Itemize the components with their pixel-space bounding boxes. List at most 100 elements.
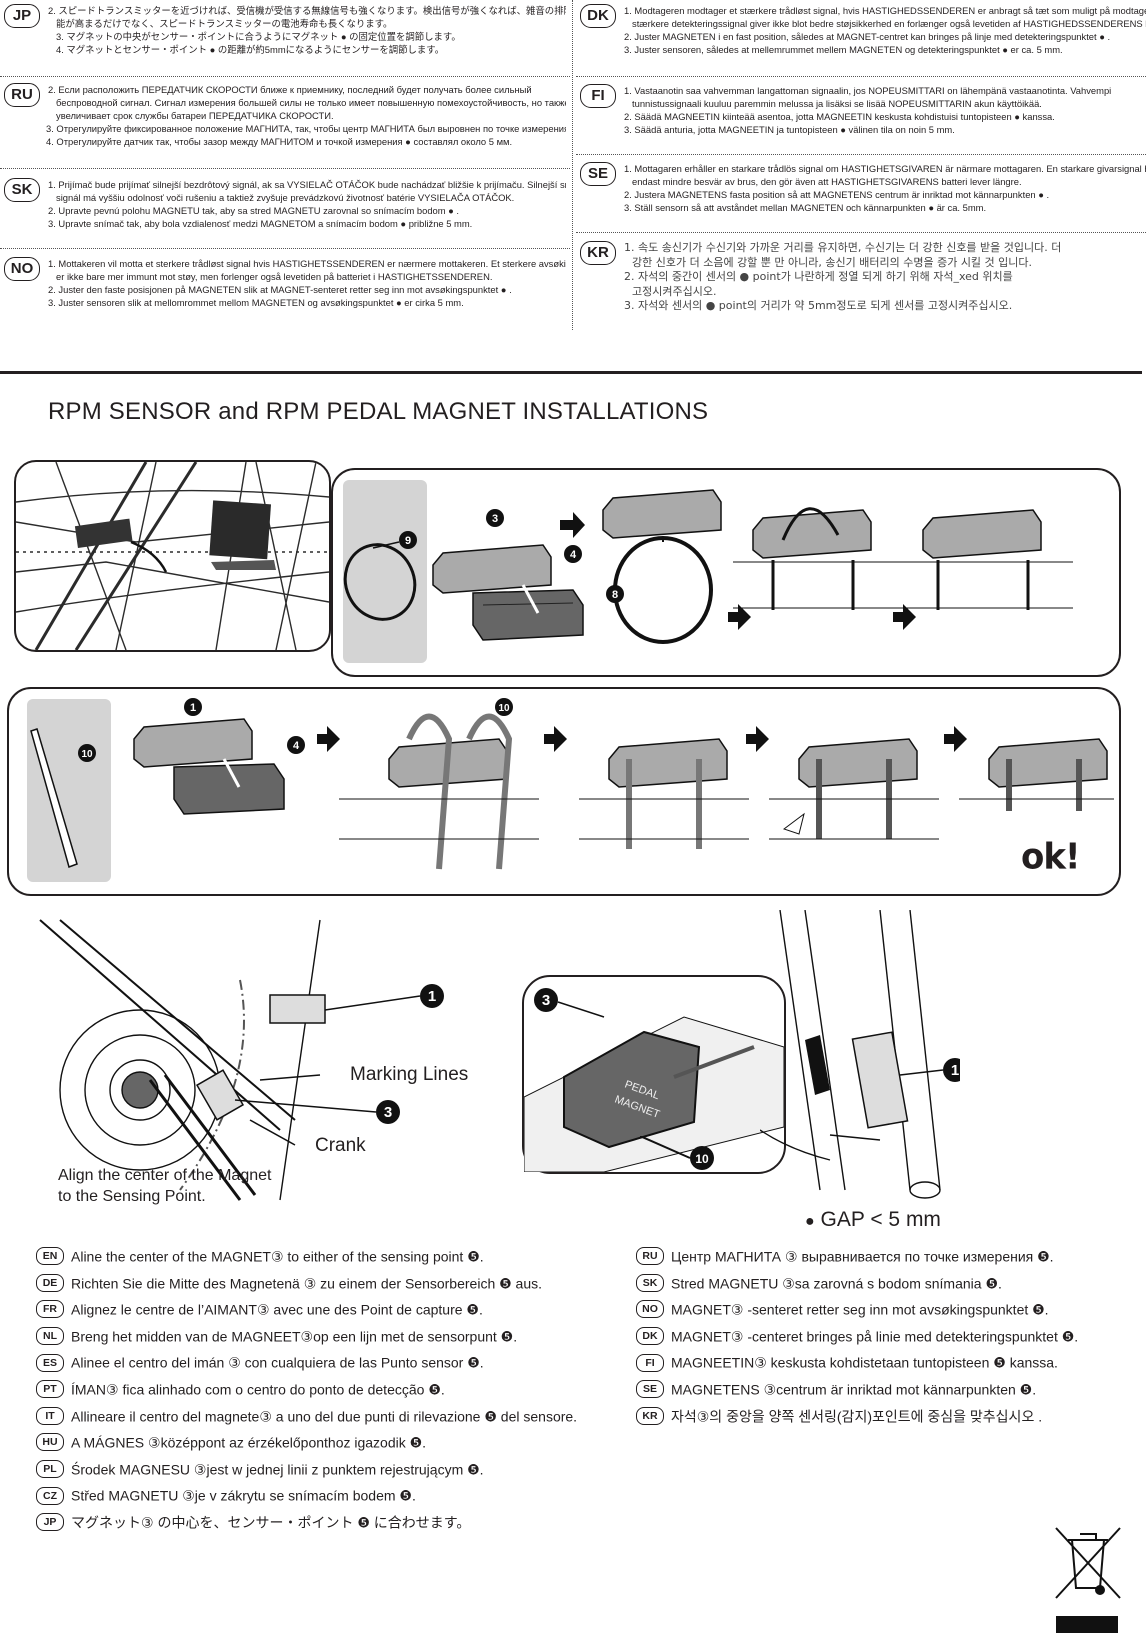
lang-lines: 1. Prijímač bude prijímať silnejší bezdr… — [46, 178, 566, 230]
lang-code-badge: RU — [636, 1247, 664, 1266]
lang-code-badge: IT — [36, 1406, 64, 1425]
align-instruction-1: Align the center of the Magnet — [58, 1167, 272, 1184]
instruction-text: Richten Sie die Mitte des Magnetenä ③ zu… — [71, 1274, 543, 1291]
step-arrow — [893, 604, 916, 630]
lang-lines: 2. スピードトランスミッターを近づければ、受信機が受信する無線信号も強くなりま… — [46, 4, 566, 56]
lang-badge: SK — [4, 178, 40, 202]
callout-3: 3 — [542, 992, 550, 1009]
callout-8: 8 — [612, 589, 618, 601]
instruction-row: CZ Střed MAGNETU ③je v zákrytu se snímací… — [36, 1484, 616, 1505]
callout-4: 4 — [570, 549, 577, 561]
lang-code-badge: FR — [36, 1300, 64, 1319]
lang-lines: 1. 속도 송신기가 수신기와 가까운 거리를 유지하면, 수신기는 더 강한 … — [622, 241, 1146, 314]
pedal-magnet — [74, 518, 133, 549]
callout-10: 10 — [498, 703, 510, 714]
callout-1: 1 — [190, 702, 196, 714]
lang-badge: SE — [580, 162, 616, 186]
text-line: er ikke bare mer immunt mot støy, men fo… — [56, 271, 493, 282]
lang-code-badge: NO — [636, 1300, 664, 1319]
callout-3: 3 — [492, 513, 498, 525]
step-arrow — [728, 604, 751, 630]
step-arrow — [317, 726, 340, 752]
callout-1: 1 — [428, 988, 436, 1005]
lang-code-badge: EN — [36, 1247, 64, 1266]
callout-3: 3 — [384, 1104, 392, 1121]
sensor-and-magnet — [432, 544, 584, 641]
text-line: 1. Mottakeren vil motta et sterkere tråd… — [48, 258, 566, 269]
text-line: 4. マグネットとセンサー・ポイント ● の距離が約5mmになるようにセンサーを… — [56, 44, 445, 55]
step-arrow — [560, 512, 585, 538]
text-line: 2. Juster MAGNETEN i en fast position, s… — [624, 31, 1111, 42]
instruction-text: マグネット③ の中心を、センサー・ポイント ❺ に合わせます。 — [71, 1514, 471, 1531]
text-line: 2. Если расположить ПЕРЕДАТЧИК СКОРОСТИ … — [48, 84, 532, 95]
lang-code-badge: JP — [36, 1513, 64, 1532]
instruction-row: DE Richten Sie die Mitte des Magnetenä ③ … — [36, 1272, 616, 1292]
text-line: беспроводной сигнал. Сигнал измерения бо… — [56, 97, 566, 108]
lang-code-badge: DK — [636, 1327, 664, 1346]
instruction-row: FR Alignez le centre de l’AIMANT③ avec un… — [36, 1298, 616, 1319]
lang-badge: DK — [580, 4, 616, 28]
lang-code-badge: ES — [36, 1353, 64, 1372]
instruction-text: Центр МАГНИТА ③ выравнивается по точке и… — [671, 1248, 1054, 1265]
instruction-text: Breng het midden van de MAGNEET③op een l… — [71, 1328, 518, 1345]
lang-code-badge: KR — [636, 1406, 664, 1425]
text-line: 강한 신호가 더 소음에 강할 뿐 만 아니라, 송신기 배터리의 수명을 증가… — [632, 255, 1033, 269]
instruction-row: IT Allineare il centro del magnete③ a uno… — [36, 1405, 616, 1425]
instruction-text: Środek MAGNESU ③jest w jednej linii z pu… — [71, 1461, 484, 1478]
section-divider — [0, 371, 1142, 374]
callout-1: 1 — [951, 1062, 959, 1079]
gap-value: < 5 mm — [870, 1208, 941, 1231]
text-line: 3. Upravte snímač tak, aby bola vzdialen… — [48, 218, 473, 229]
instruction-text: ÍMAN③ fica alinhado com o centro do pont… — [71, 1381, 445, 1398]
lang-code-badge: HU — [36, 1433, 64, 1452]
text-line: 4. Отрегулируйте датчик так, чтобы зазор… — [46, 136, 513, 147]
text-line: увеличивает срок службы батареи ПЕРЕДАТЧ… — [56, 110, 334, 121]
ok-label: ok! — [1021, 836, 1080, 878]
marking-lines-label: Marking Lines — [350, 1064, 469, 1085]
text-line: 3. マグネットの中央がセンサー・ポイントに合うようにマグネット ● の固定位置… — [56, 31, 461, 42]
text-line: 2. Säädä MAGNEETIN kiinteää asentoa, jot… — [624, 111, 1055, 122]
bike-photo-panel — [14, 460, 331, 652]
lang-code-badge: FI — [636, 1353, 664, 1372]
instruction-text: Alignez le centre de l’AIMANT③ avec une … — [71, 1301, 483, 1318]
instruction-text: MAGNET③ -senteret retter seg inn mot avs… — [671, 1301, 1049, 1318]
zip-tie — [30, 728, 78, 868]
text-line: 1. Modtageren modtager et stærkere trådl… — [624, 5, 1146, 16]
text-line: 고정시켜주십시오. — [632, 284, 717, 298]
lang-code-badge: SK — [636, 1273, 664, 1292]
pedal-magnet-illustration: PEDAL MAGNET 3 — [523, 988, 785, 1173]
text-line: 2. Upravte pevnú polohu MAGNETU tak, aby… — [48, 205, 460, 216]
text-line: signál má vyššiu odolnosť voči rušeniu a… — [56, 192, 515, 203]
text-line: 2. Juster den faste posisjonen på MAGNET… — [48, 284, 512, 295]
text-line: 1. Mottagaren erhåller en starkare trådl… — [624, 163, 1146, 174]
instruction-row: NL Breng het midden van de MAGNEET③op een… — [36, 1325, 616, 1346]
text-line: 2. 자석의 중간이 센서의 ● point가 나란하게 정열 되게 하기 위해… — [624, 270, 1013, 283]
text-line: 3. Juster sensoren, således at mellemrum… — [624, 44, 1063, 55]
step-arrow — [544, 726, 567, 752]
instruction-text: Střed MAGNETU ③je v zákrytu se snímacím … — [71, 1487, 416, 1504]
lang-code-badge: DE — [36, 1273, 64, 1292]
lang-code-badge: CZ — [36, 1486, 64, 1505]
lang-lines: 2. Если расположить ПЕРЕДАТЧИК СКОРОСТИ … — [46, 83, 566, 148]
text-line: stærkere detekteringssignal giver ikke b… — [632, 18, 1146, 29]
text-line: 3. Säädä anturia, jotta MAGNEETIN ja tun… — [624, 124, 955, 135]
weee-bin-icon — [1055, 1527, 1121, 1599]
bullet-icon: ● — [805, 1213, 815, 1230]
o-ring-install-illustration: 9 3 4 8 — [343, 489, 1073, 644]
instruction-text: Allineare il centro del magnete③ a uno d… — [71, 1407, 578, 1424]
gap-label: GAP — [820, 1208, 865, 1231]
text-line: 3. Juster sensoren slik at mellomrommet … — [48, 297, 464, 308]
text-line: endast mindre besvär av brus, den gör äv… — [632, 176, 1022, 187]
text-line: tunnistussignaali kuuluu paremmin meluss… — [632, 98, 1042, 109]
lang-code-badge: NL — [36, 1327, 64, 1346]
lang-code-badge: SE — [636, 1380, 664, 1399]
lang-badge: FI — [580, 84, 616, 108]
text-line: 2. Justera MAGNETENS fasta position så a… — [624, 189, 1050, 200]
lang-lines: 1. Vastaanotin saa vahvemman langattoman… — [622, 84, 1146, 136]
instruction-row: RU Центр МАГНИТА ③ выравнивается по точке… — [636, 1245, 1136, 1266]
instruction-row: JP マグネット③ の中心を、センサー・ポイント ❺ に合わせます。 — [36, 1511, 616, 1532]
